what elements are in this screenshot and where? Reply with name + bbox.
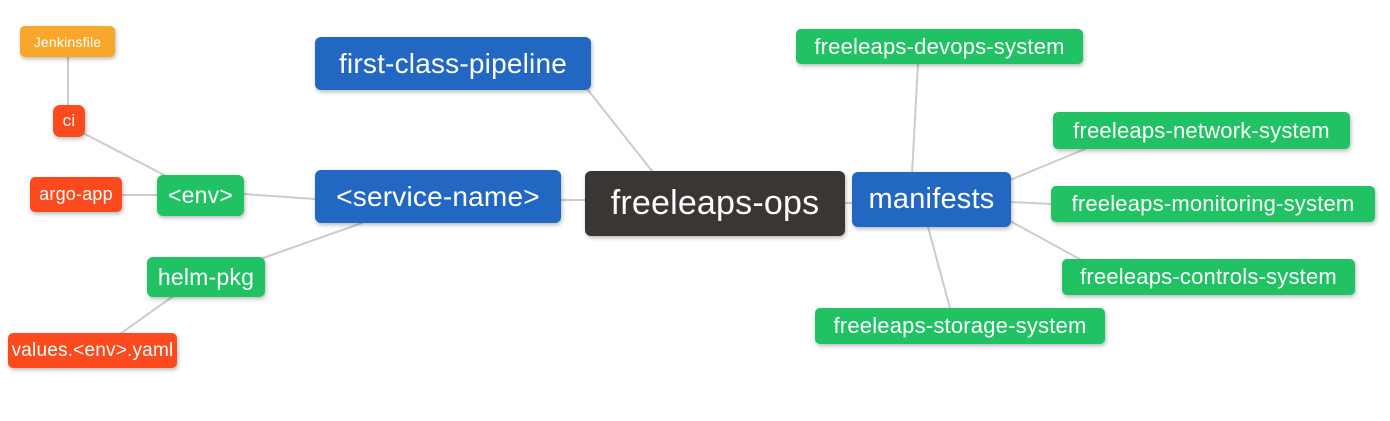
edge-manifests-devops-system xyxy=(911,62,919,175)
node-service-name[interactable]: <service-name> xyxy=(315,170,561,223)
node-manifests[interactable]: manifests xyxy=(852,172,1011,227)
edge-manifests-network-system xyxy=(1009,148,1086,181)
edge-manifests-storage-system xyxy=(927,226,951,309)
node-ci[interactable]: ci xyxy=(53,105,85,137)
node-first-class-pipeline[interactable]: first-class-pipeline xyxy=(315,37,591,90)
node-helm-pkg[interactable]: helm-pkg xyxy=(147,257,265,297)
edge-manifests-monitoring-system xyxy=(1009,201,1052,205)
node-storage-system[interactable]: freeleaps-storage-system xyxy=(815,308,1105,344)
node-monitoring-system[interactable]: freeleaps-monitoring-system xyxy=(1051,186,1375,222)
node-jenkinsfile[interactable]: Jenkinsfile xyxy=(20,26,115,57)
node-freeleaps-ops[interactable]: freeleaps-ops xyxy=(585,171,845,236)
edge-ci-env xyxy=(82,132,167,177)
node-controls-system[interactable]: freeleaps-controls-system xyxy=(1062,259,1355,295)
edge-helm-pkg-values-env-yaml xyxy=(119,296,173,335)
node-network-system[interactable]: freeleaps-network-system xyxy=(1053,112,1350,149)
node-env[interactable]: <env> xyxy=(157,175,244,216)
edge-env-service-name xyxy=(243,193,316,200)
edge-first-class-pipeline-freeleaps-ops xyxy=(587,89,653,172)
node-devops-system[interactable]: freeleaps-devops-system xyxy=(796,29,1083,64)
node-argo-app[interactable]: argo-app xyxy=(30,177,122,212)
node-values-env-yaml[interactable]: values.<env>.yaml xyxy=(8,333,177,368)
edge-service-name-helm-pkg xyxy=(262,222,363,259)
edge-manifests-controls-system xyxy=(1009,220,1086,263)
